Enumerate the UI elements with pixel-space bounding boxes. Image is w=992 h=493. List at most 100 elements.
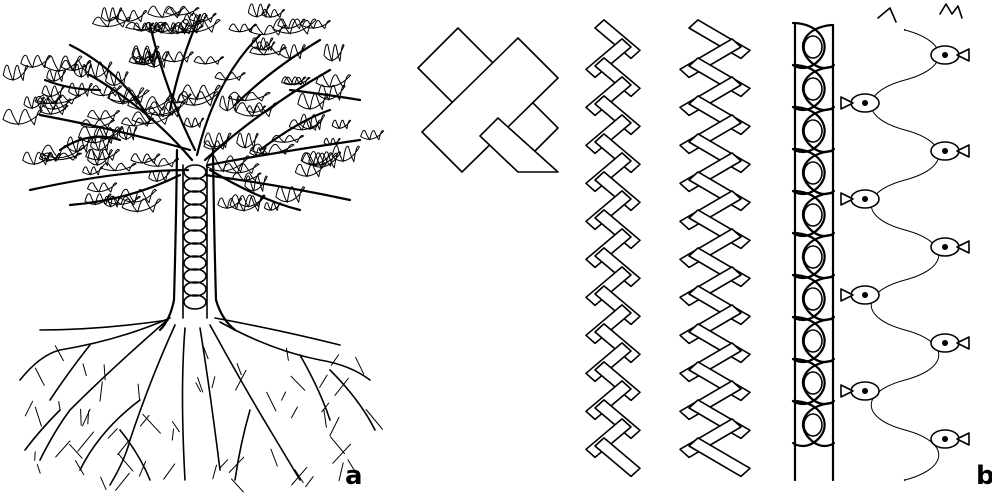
serpent-crest [957,145,969,157]
serpent-crest [841,289,853,301]
serpent-eye [942,148,948,154]
rope-eye [804,162,822,184]
rootlet [81,409,82,425]
rootlet [282,392,286,400]
root-line [200,328,220,470]
root-line [25,410,60,450]
rootlet [35,452,36,460]
serpent-eye [942,436,948,442]
rootlet [35,407,41,426]
crossed-bands [418,28,558,172]
foliage-cluster [145,158,179,166]
foliage-cluster [86,149,120,160]
foliage-cluster [3,65,28,80]
serpent-eye [942,340,948,346]
rootlet [101,477,107,489]
rootlet [116,473,130,490]
root-line [220,322,370,380]
rootlet [75,461,83,475]
serpent-eye [862,292,868,298]
rope-eye [804,120,822,142]
rootlet [213,465,217,479]
rope-eye [804,414,822,436]
braid-sequence [400,0,992,493]
foliage-cluster [184,118,203,127]
rope-eye [804,372,822,394]
rootlet [83,364,86,376]
foliage-cluster [228,92,270,101]
rootlet [324,410,327,428]
serpent-crest [841,385,853,397]
rootlet [237,364,241,375]
rootlet [35,368,44,385]
trunk-braid-loop [184,217,206,231]
rootlet [212,377,215,388]
rope-eye [804,36,822,58]
rope-eye [804,288,822,310]
foliage-cluster [298,94,329,110]
serpent-eye [862,388,868,394]
rootlet [320,375,327,387]
rootlet [119,454,133,471]
foliage-cluster [332,146,359,162]
foliage-cluster [122,199,161,212]
serpent-column [841,4,969,480]
rope-eye [804,78,822,100]
panel-label-a: a [345,463,363,489]
panel-label-b: b [976,463,992,489]
serpent-top-ornament [878,4,962,22]
root-line [183,328,186,480]
trunk-braid-loop [184,230,206,244]
rootlet [83,409,91,426]
root-line [40,320,168,330]
rootlet [56,441,70,457]
tree-roots [20,318,383,492]
rootlet [306,477,314,487]
rootlet [138,384,139,399]
rope-eye [804,330,822,352]
lattice-narrow-strand [595,438,640,477]
foliage-cluster [303,20,331,28]
foliage-cluster [3,109,42,125]
rootlet [143,414,161,433]
foliage-cluster [88,183,117,192]
rootlet [220,460,228,468]
foliage-cluster [182,85,220,100]
serpent-crest [957,49,969,61]
rootlet [100,382,102,402]
foliage-cluster [91,138,111,151]
rootlet [172,429,173,440]
rootlet [291,376,305,390]
serpent-crest [957,433,969,445]
trunk-braid [183,165,207,318]
rope-eye [804,246,822,268]
rootlet [59,402,60,410]
strand-lattice-narrow [586,20,640,477]
tree-illustration [0,0,395,493]
foliage-cluster [332,120,350,129]
foliage-cluster [248,4,270,17]
foliage-cluster [101,8,121,22]
rope-eye [804,204,822,226]
serpent-crest [957,241,969,253]
branch-line [208,140,360,165]
rootlet [331,437,345,454]
rootlet [164,464,175,479]
foliage-cluster [47,70,66,81]
trunk-braid-loop [184,204,206,218]
rootlet [267,392,276,411]
serpent-eye [862,100,868,106]
rope-edge [795,25,833,480]
root-line [300,355,330,420]
lattice-wide-strand [689,438,750,477]
rootlet [292,407,298,418]
rootlet [37,465,40,474]
rootlet [322,403,329,412]
foliage-cluster [236,103,277,117]
trunk-braid-loop [184,243,206,257]
serpent-crest [841,97,853,109]
rootlet [70,444,83,458]
foliage-cluster [229,24,256,32]
twisted-rope [793,23,834,480]
rootlet [78,432,94,451]
